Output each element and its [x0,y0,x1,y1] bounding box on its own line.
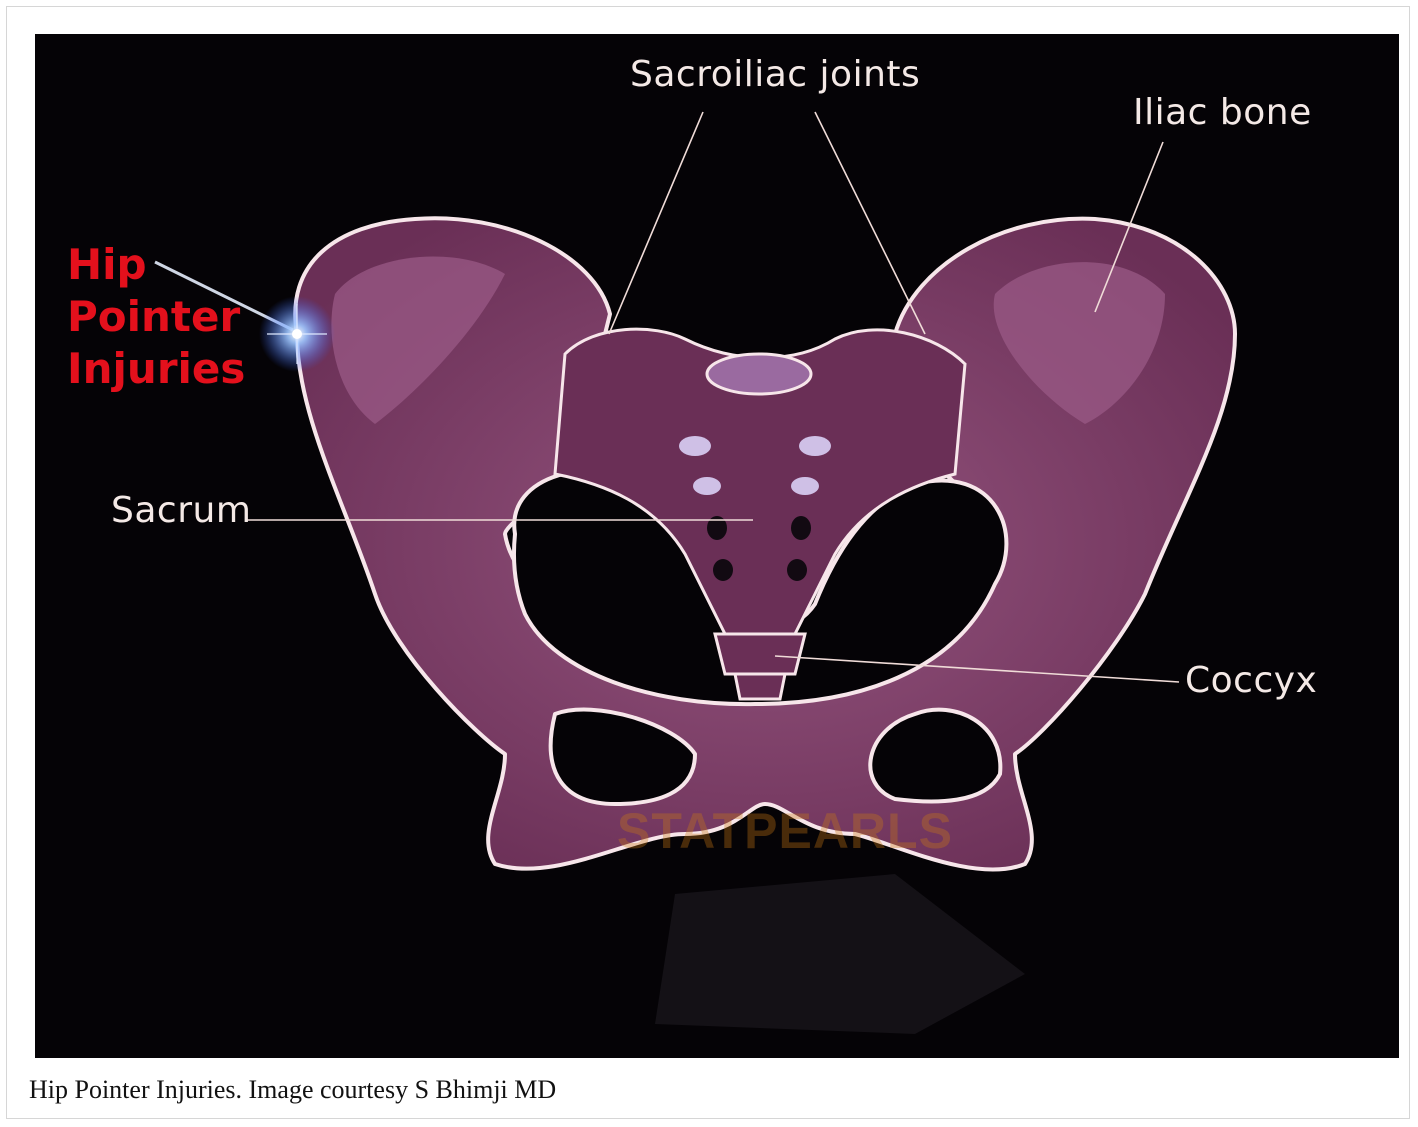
shadow-shape [655,874,1025,1034]
watermark: STATPEARLS [617,802,937,860]
label-sacrum: Sacrum [111,490,251,531]
hip-pointer-flare [259,296,335,372]
pelvis-illustration [35,34,1399,1058]
label-coccyx: Coccyx [1185,660,1317,701]
figure-frame: Sacroiliac joints Iliac bone Sacrum Cocc… [6,6,1410,1119]
figure-caption: Hip Pointer Injuries. Image courtesy S B… [29,1075,556,1105]
pelvis-diagram: Sacroiliac joints Iliac bone Sacrum Cocc… [35,34,1399,1058]
label-hip-pointer-injuries: Hip Pointer Injuries [67,239,245,395]
label-iliac-bone: Iliac bone [1133,92,1312,133]
label-sacroiliac-joints: Sacroiliac joints [630,54,920,95]
